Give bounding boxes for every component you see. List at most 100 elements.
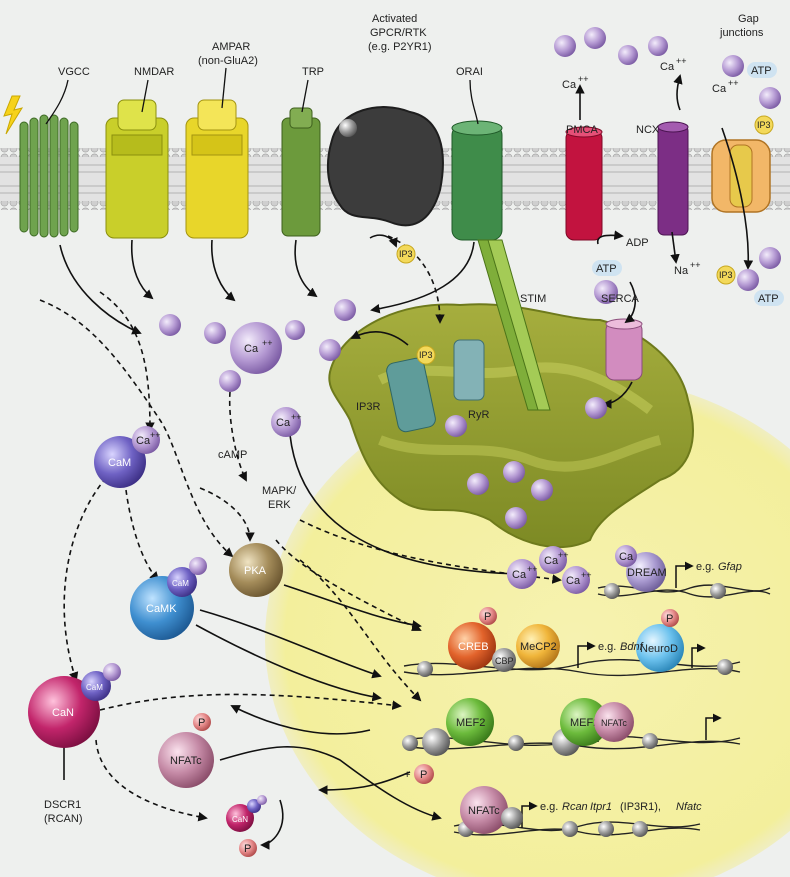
nmdar-channel: [105, 99, 169, 239]
nfatc-nuclear: NFATc: [460, 786, 523, 834]
label-dscr1-2: (RCAN): [44, 813, 83, 825]
svg-text:ADP: ADP: [626, 237, 649, 249]
svg-text:CaM: CaM: [172, 579, 189, 588]
label-mapk-2: ERK: [268, 499, 291, 511]
svg-text:DREAM: DREAM: [627, 567, 667, 579]
svg-text:Ca: Ca: [660, 61, 675, 73]
label-ampar: AMPAR: [212, 41, 250, 53]
svg-text:Ca: Ca: [619, 551, 634, 563]
svg-text:NFATc: NFATc: [468, 805, 500, 817]
svg-text:P: P: [198, 717, 205, 729]
svg-text:NFATc: NFATc: [170, 755, 202, 767]
dream-complex: DREAM Ca: [615, 545, 667, 592]
svg-text:Bdnf: Bdnf: [620, 641, 644, 653]
phosphate-free: P P +: [239, 764, 434, 857]
serca-pump: [605, 318, 643, 381]
svg-text:Ca: Ca: [512, 569, 527, 581]
membrane-labels: VGCC NMDAR AMPAR (non-GluA2) TRP Activat…: [58, 13, 764, 136]
svg-text:(IP3R1),: (IP3R1),: [620, 801, 661, 813]
nfatc-phospho: NFATc P: [158, 713, 214, 788]
svg-text:IP3: IP3: [399, 249, 413, 259]
svg-text:Ca: Ca: [136, 435, 151, 447]
svg-text:CREB: CREB: [458, 641, 489, 653]
svg-text:Ca: Ca: [566, 575, 581, 587]
svg-text:CaN: CaN: [232, 815, 248, 824]
svg-text:Rcan: Rcan: [562, 801, 588, 813]
svg-text:CaM: CaM: [86, 683, 103, 692]
svg-text:CaN: CaN: [52, 707, 74, 719]
mef2-nfatc: MEF2 NFATc: [552, 698, 634, 756]
dashed-arrows: [39, 235, 562, 822]
svg-text:++: ++: [728, 78, 739, 88]
label-pmca: PMCA: [566, 124, 598, 136]
svg-text:P: P: [666, 613, 673, 625]
svg-text:++: ++: [676, 56, 687, 66]
orai-channel: [451, 120, 503, 241]
label-vgcc: VGCC: [58, 66, 90, 78]
gpcr-receptor: [326, 106, 444, 227]
label-ryr: RyR: [468, 409, 489, 421]
svg-text:++: ++: [690, 260, 701, 270]
lightning-icon: [3, 95, 24, 135]
cam-node: CaM Ca ++: [94, 426, 161, 488]
svg-text:P: P: [484, 611, 491, 623]
svg-text:e.g.: e.g.: [540, 801, 558, 813]
svg-text:Nfatc: Nfatc: [676, 801, 702, 813]
label-gap-2: junctions: [719, 27, 764, 39]
svg-text:ATP: ATP: [758, 293, 779, 305]
svg-text:IP3: IP3: [757, 120, 771, 130]
ca-er-released: Ca ++: [271, 407, 302, 437]
svg-text:MeCP2: MeCP2: [520, 641, 557, 653]
svg-text:++: ++: [578, 74, 589, 84]
svg-text:Ca: Ca: [276, 417, 291, 429]
ryr-channel: [453, 339, 485, 401]
can-small: CaN: [226, 795, 267, 832]
nucleosomes: [402, 583, 733, 837]
gene-nfat-targets: e.g. Rcan Itpr1 (IP3R1), Nfatc: [540, 801, 702, 813]
svg-text:NFATc: NFATc: [601, 718, 627, 728]
svg-text:PKA: PKA: [244, 565, 267, 577]
label-trp: TRP: [302, 66, 324, 78]
can-node: CaN CaM: [28, 663, 121, 748]
svg-text:++: ++: [581, 570, 592, 580]
vgcc-channel: [19, 114, 79, 238]
svg-text:P: P: [244, 843, 251, 855]
camk-node: CaMK CaM: [130, 557, 207, 640]
ca-free-large: Ca ++: [230, 322, 282, 374]
label-gap-1: Gap: [738, 13, 759, 25]
gene-bdnf: e.g. Bdnf: [598, 641, 644, 653]
svg-text:Itpr1: Itpr1: [590, 801, 612, 813]
svg-text:++: ++: [291, 412, 302, 422]
label-gpcr-3: (e.g. P2YR1): [368, 41, 432, 53]
svg-text:CBP: CBP: [495, 656, 514, 666]
svg-text:Ca: Ca: [244, 343, 259, 355]
calcium-ions: [159, 27, 781, 529]
label-mapk-1: MAPK/: [262, 485, 297, 497]
svg-text:CaMK: CaMK: [146, 603, 177, 615]
svg-text:IP3: IP3: [719, 270, 733, 280]
svg-text:ATP: ATP: [751, 65, 772, 77]
svg-text:CaM: CaM: [108, 457, 131, 469]
label-ncx: NCX: [636, 124, 660, 136]
svg-text:++: ++: [558, 550, 569, 560]
svg-text:Na: Na: [674, 265, 689, 277]
label-gpcr-2: GPCR/RTK: [370, 27, 427, 39]
label-ampar-sub: (non-GluA2): [198, 55, 258, 67]
svg-text:e.g.: e.g.: [598, 641, 616, 653]
svg-text:Ca: Ca: [712, 83, 727, 95]
svg-text:Gfap: Gfap: [718, 561, 742, 573]
svg-text:Ca: Ca: [562, 79, 577, 91]
ip3-badges: IP3 IP3 IP3 IP3: [396, 115, 774, 365]
nucleus: [265, 375, 790, 877]
svg-text:++: ++: [527, 564, 538, 574]
gap-junction: [711, 139, 771, 213]
stim-protein: [477, 239, 551, 411]
svg-text:++: ++: [262, 338, 273, 348]
pmca-pump: [565, 126, 603, 241]
label-nmdar: NMDAR: [134, 66, 174, 78]
label-stim: STIM: [520, 293, 546, 305]
creb-complex: CREB P CBP MeCP2: [448, 607, 560, 672]
label-ip3r: IP3R: [356, 401, 381, 413]
